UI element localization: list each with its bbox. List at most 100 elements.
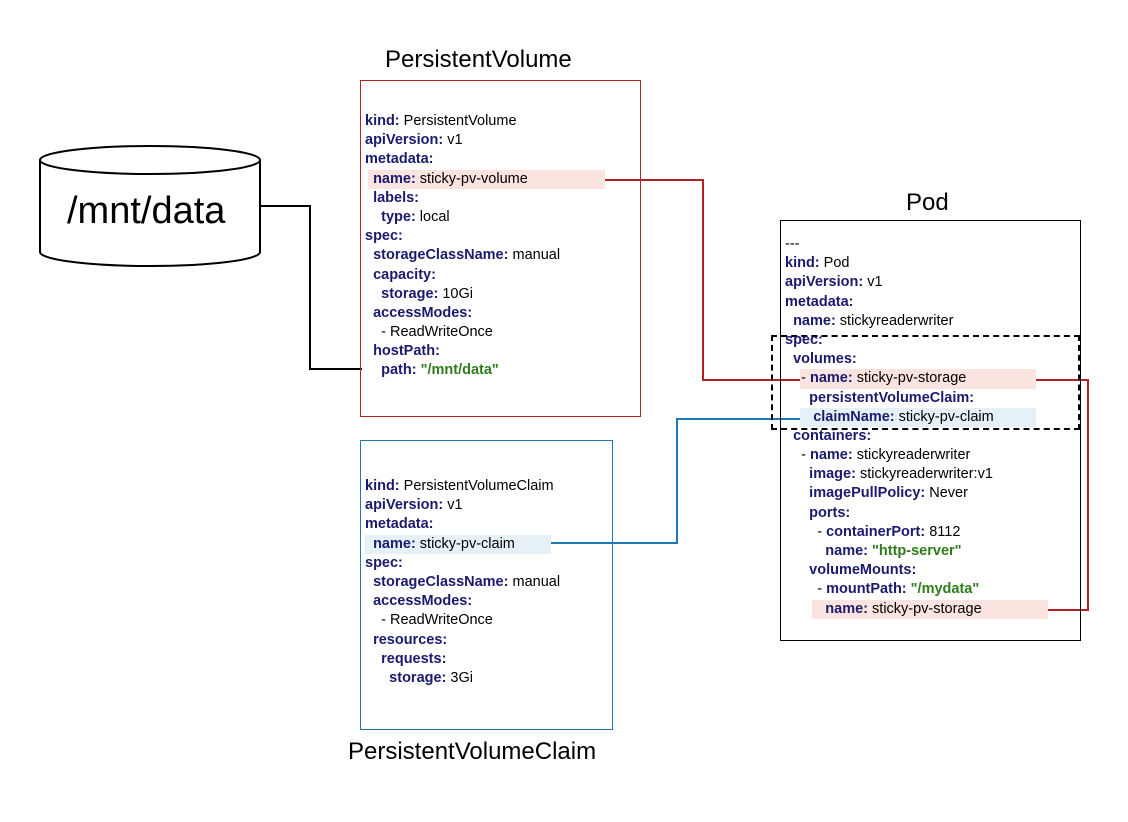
pv-yaml-line: labels: xyxy=(365,189,560,208)
indent xyxy=(365,286,381,302)
pod-yaml-line: --- xyxy=(785,235,994,254)
yaml-key: accessModes: xyxy=(373,304,473,321)
yaml-value: sticky-pv-claim xyxy=(894,408,994,425)
pod-yaml-line: apiVersion: v1 xyxy=(785,273,994,292)
indent xyxy=(785,351,793,367)
pv-yaml-line: storage: 10Gi xyxy=(365,285,560,304)
indent xyxy=(365,593,373,609)
indent xyxy=(365,343,373,359)
indent xyxy=(785,485,809,501)
pod-yaml-line: name: stickyreaderwriter xyxy=(785,312,994,331)
yaml-key: storageClassName: xyxy=(373,573,509,590)
indent xyxy=(365,190,373,206)
yaml-key: name: xyxy=(825,600,869,617)
yaml-value: Never xyxy=(925,485,968,502)
yaml-value: 3Gi xyxy=(446,669,473,686)
volume-to-mount-connector xyxy=(1036,379,1089,611)
indent xyxy=(785,543,825,559)
indent xyxy=(365,612,381,628)
indent xyxy=(365,632,373,648)
pod-yaml-line: name: sticky-pv-storage xyxy=(785,599,1048,619)
yaml-value: sticky-pv-claim xyxy=(415,535,515,552)
pv-yaml-line: hostPath: xyxy=(365,342,560,361)
yaml-value: v1 xyxy=(443,497,463,514)
indent xyxy=(365,171,373,187)
yaml-key: containerPort: xyxy=(826,523,926,540)
yaml-key: ports: xyxy=(809,504,851,521)
indent xyxy=(365,324,381,340)
indent xyxy=(785,390,809,406)
pod-yaml-line: spec: xyxy=(785,331,994,350)
pvc-yaml-line: accessModes: xyxy=(365,592,560,611)
yaml-value: PersistentVolume xyxy=(399,113,517,129)
pod-yaml-line: containers: xyxy=(785,427,994,446)
pv-yaml-line: storageClassName: manual xyxy=(365,246,560,265)
indent xyxy=(365,536,373,552)
indent xyxy=(785,466,809,482)
pv-title: PersistentVolume xyxy=(385,46,572,73)
yaml-key: labels: xyxy=(373,189,419,206)
pod-yaml-line: kind: Pod xyxy=(785,254,994,273)
yaml-key: spec: xyxy=(365,554,403,571)
yaml-value: v1 xyxy=(443,132,463,149)
indent xyxy=(785,581,817,597)
yaml-value: local xyxy=(415,208,450,225)
pod-yaml-line: - containerPort: 8112 xyxy=(785,523,994,542)
yaml-key: claimName: xyxy=(813,408,895,425)
pod-yaml-line: ports: xyxy=(785,504,994,523)
yaml-key: imagePullPolicy: xyxy=(809,485,926,502)
yaml-key: resources: xyxy=(373,631,448,648)
yaml-key: type: xyxy=(381,208,416,225)
yaml-key: apiVersion: xyxy=(365,132,444,149)
list-dash: - xyxy=(801,447,810,464)
pvc-yaml-line: - ReadWriteOnce xyxy=(365,611,560,630)
storage-cylinder xyxy=(39,145,261,267)
pvc-title: PersistentVolumeClaim xyxy=(348,738,597,765)
pvc-box xyxy=(360,440,613,730)
indent xyxy=(785,447,801,463)
yaml-key: storageClassName: xyxy=(373,247,509,264)
yaml-value: - ReadWriteOnce xyxy=(381,324,493,341)
pv-yaml-line: apiVersion: v1 xyxy=(365,131,560,150)
indent xyxy=(365,362,381,378)
pod-yaml-line: imagePullPolicy: Never xyxy=(785,484,994,503)
pod-yaml-line: image: stickyreaderwriter:v1 xyxy=(785,465,994,484)
indent xyxy=(785,409,813,425)
yaml-key: name: xyxy=(373,170,416,187)
list-dash: - xyxy=(817,523,827,540)
pvc-yaml-line: kind: PersistentVolumeClaim xyxy=(365,477,560,496)
indent xyxy=(365,651,381,667)
indent xyxy=(785,524,817,540)
pod-yaml-line: claimName: sticky-pv-claim xyxy=(785,407,1036,427)
pvc-yaml-line: requests: xyxy=(365,650,560,669)
indent xyxy=(365,574,373,590)
indent xyxy=(785,313,793,329)
yaml-key: kind: xyxy=(365,478,400,494)
yaml-key: persistentVolumeClaim: xyxy=(809,389,975,406)
yaml-string-value: "http-server" xyxy=(868,543,962,559)
yaml-value: sticky-pv-volume xyxy=(415,170,528,187)
pvc-yaml-line: resources: xyxy=(365,631,560,650)
yaml-key: metadata: xyxy=(365,151,434,168)
pv-yaml-line: capacity: xyxy=(365,266,560,285)
pvc-to-claim-connector xyxy=(551,418,800,544)
yaml-key: apiVersion: xyxy=(365,497,444,514)
yaml-value: stickyreaderwriter xyxy=(852,447,971,464)
yaml-key: name: xyxy=(809,370,853,387)
yaml-key: storage: xyxy=(381,285,439,302)
indent xyxy=(785,505,809,521)
indent xyxy=(785,428,793,444)
yaml-value: stickyreaderwriter xyxy=(835,312,954,329)
yaml-value: --- xyxy=(785,236,800,252)
yaml-key: capacity: xyxy=(373,266,436,283)
pod-yaml-line: - mountPath: "/mydata" xyxy=(785,580,994,599)
pv-to-volume-connector xyxy=(605,179,800,381)
yaml-key: name: xyxy=(793,312,836,329)
indent xyxy=(365,267,373,283)
yaml-key: spec: xyxy=(365,228,403,245)
indent xyxy=(365,209,381,225)
pod-yaml-line: metadata: xyxy=(785,293,994,312)
